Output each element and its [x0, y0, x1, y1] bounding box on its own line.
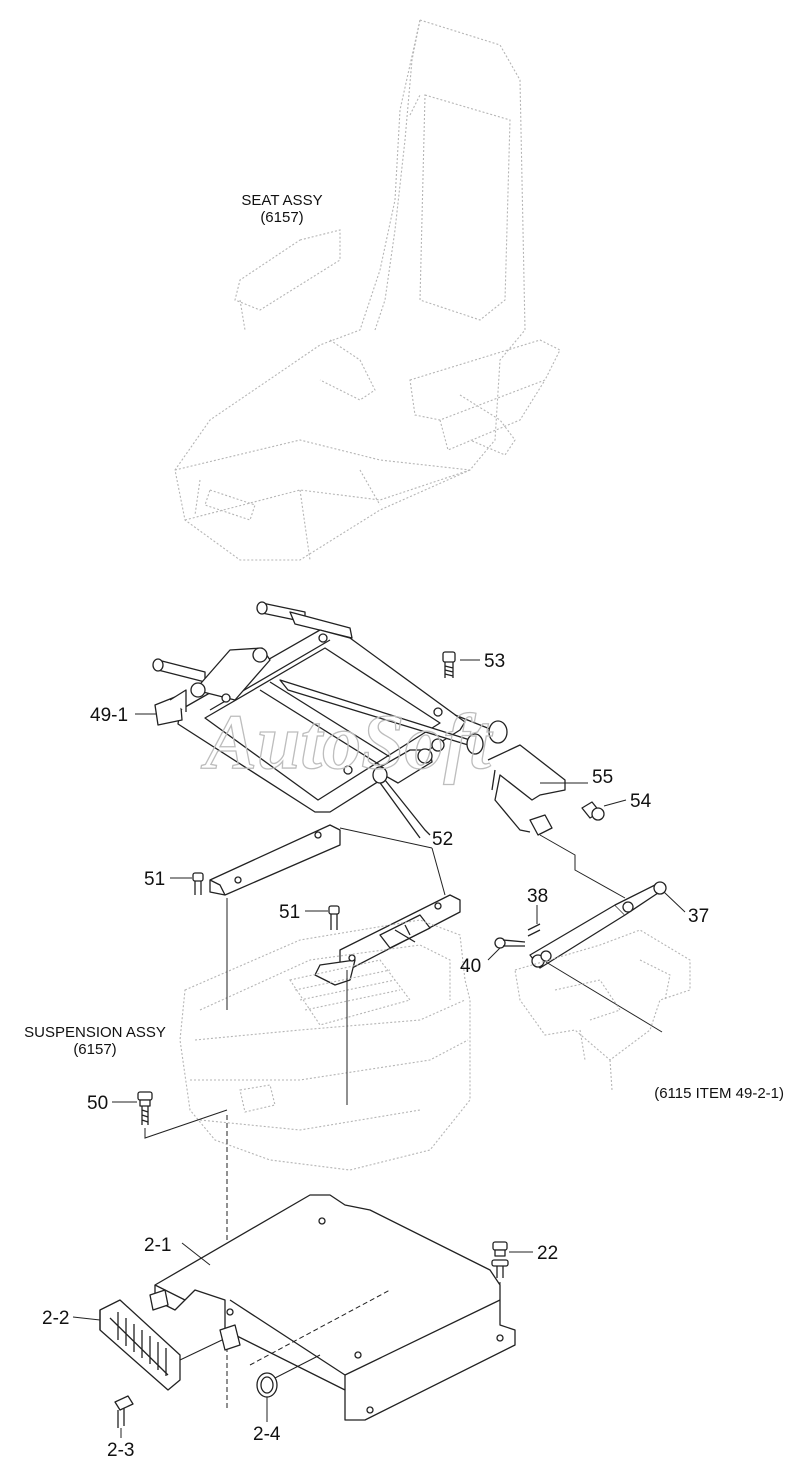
bolt-22	[491, 1241, 509, 1278]
suspension-assy-ref: (6157)	[73, 1041, 116, 1058]
pin-38	[527, 923, 541, 937]
gas-spring-37	[529, 881, 667, 969]
reference-note: (6115 ITEM 49-2-1)	[654, 1085, 784, 1102]
callout-50: 50	[87, 1093, 108, 1114]
plug-2-4	[256, 1372, 278, 1398]
callout-49-1: 49-1	[90, 705, 128, 726]
bolt-51-left	[192, 872, 204, 895]
autosoft-watermark: AutoSoft	[200, 698, 493, 785]
bolt-54	[581, 801, 605, 821]
callout-51-right: 51	[279, 902, 300, 923]
slide-rail-right	[314, 894, 461, 986]
callout-52: 52	[432, 829, 453, 850]
bolt-53	[442, 651, 456, 678]
bolt-51-right	[328, 905, 340, 930]
callout-54: 54	[630, 791, 652, 812]
callout-2-4: 2-4	[253, 1424, 281, 1445]
seat-assy-title: SEAT ASSY	[241, 192, 322, 209]
callout-37: 37	[688, 906, 709, 927]
bracket-55	[487, 744, 566, 836]
suspension-assy-title: SUSPENSION ASSY	[24, 1024, 166, 1041]
reference-frame-phantom	[514, 929, 691, 1091]
slide-rail-left	[209, 824, 341, 896]
callout-2-1: 2-1	[144, 1235, 171, 1256]
suspension-assembly-phantom	[179, 919, 471, 1171]
callout-51-left: 51	[144, 869, 165, 890]
slide-rail-frame	[152, 601, 508, 839]
callout-40: 40	[460, 956, 481, 977]
screw-2-3	[114, 1395, 134, 1428]
callout-2-3: 2-3	[107, 1440, 134, 1461]
pin-40	[494, 937, 526, 949]
callout-2-2: 2-2	[42, 1308, 69, 1329]
base-plate	[149, 1194, 516, 1421]
callout-53: 53	[484, 651, 505, 672]
seat-assy-ref: (6157)	[260, 209, 303, 226]
callout-55: 55	[592, 767, 613, 788]
bolt-50	[137, 1091, 153, 1125]
grille-2-2	[99, 1299, 181, 1391]
seat-assembly-phantom	[174, 19, 561, 561]
callout-22: 22	[537, 1243, 558, 1264]
callout-38: 38	[527, 886, 548, 907]
